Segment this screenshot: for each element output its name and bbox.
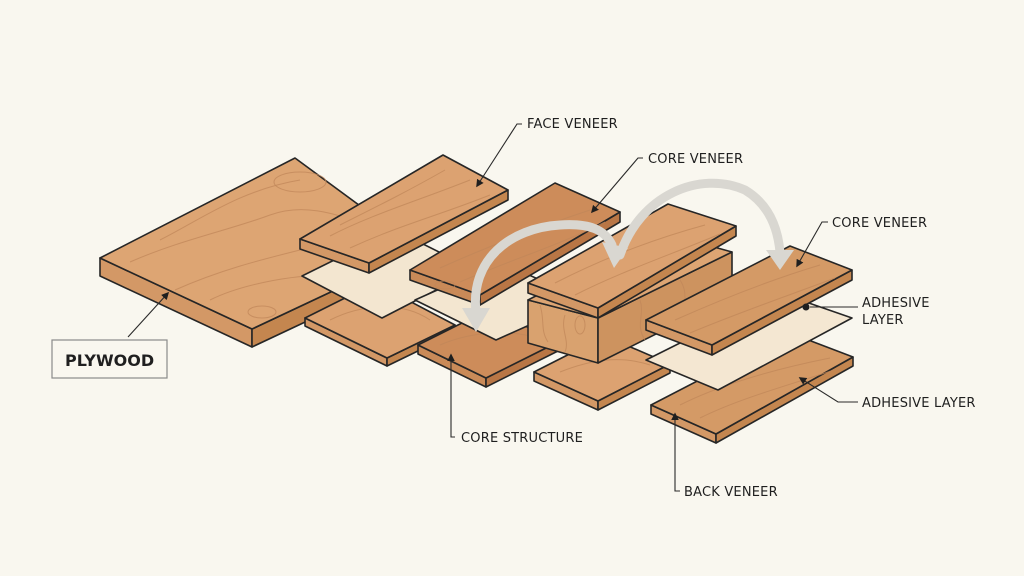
label-adhesive-layer: ADHESIVE (862, 296, 930, 311)
core-veneer-right (645, 245, 853, 356)
core-block-top-board (527, 203, 737, 319)
label-adhesive-layer-lower: ADHESIVE LAYER (862, 396, 976, 411)
label-core-veneer-top: CORE VENEER (648, 152, 743, 167)
arrowhead-icon (766, 250, 794, 270)
label-plywood: PLYWOOD (65, 351, 154, 370)
flow-arrows (470, 178, 785, 317)
label-core-structure: CORE STRUCTURE (461, 431, 583, 446)
face-veneer (299, 154, 509, 274)
arrowhead-icon (602, 242, 628, 268)
flow-arrow-left (470, 220, 617, 317)
back-veneer (650, 332, 854, 444)
leader-lines (127, 123, 858, 492)
label-adhesive-layer-line2: LAYER (862, 313, 904, 328)
plywood-label-box (51, 339, 168, 379)
label-core-veneer-right: CORE VENEER (832, 216, 927, 231)
arrowhead-icon (462, 308, 490, 332)
label-back-veneer: BACK VENEER (684, 485, 778, 500)
label-face-veneer: FACE VENEER (527, 117, 618, 132)
flow-arrowheads (462, 242, 794, 332)
flow-arrow-center (615, 178, 785, 260)
